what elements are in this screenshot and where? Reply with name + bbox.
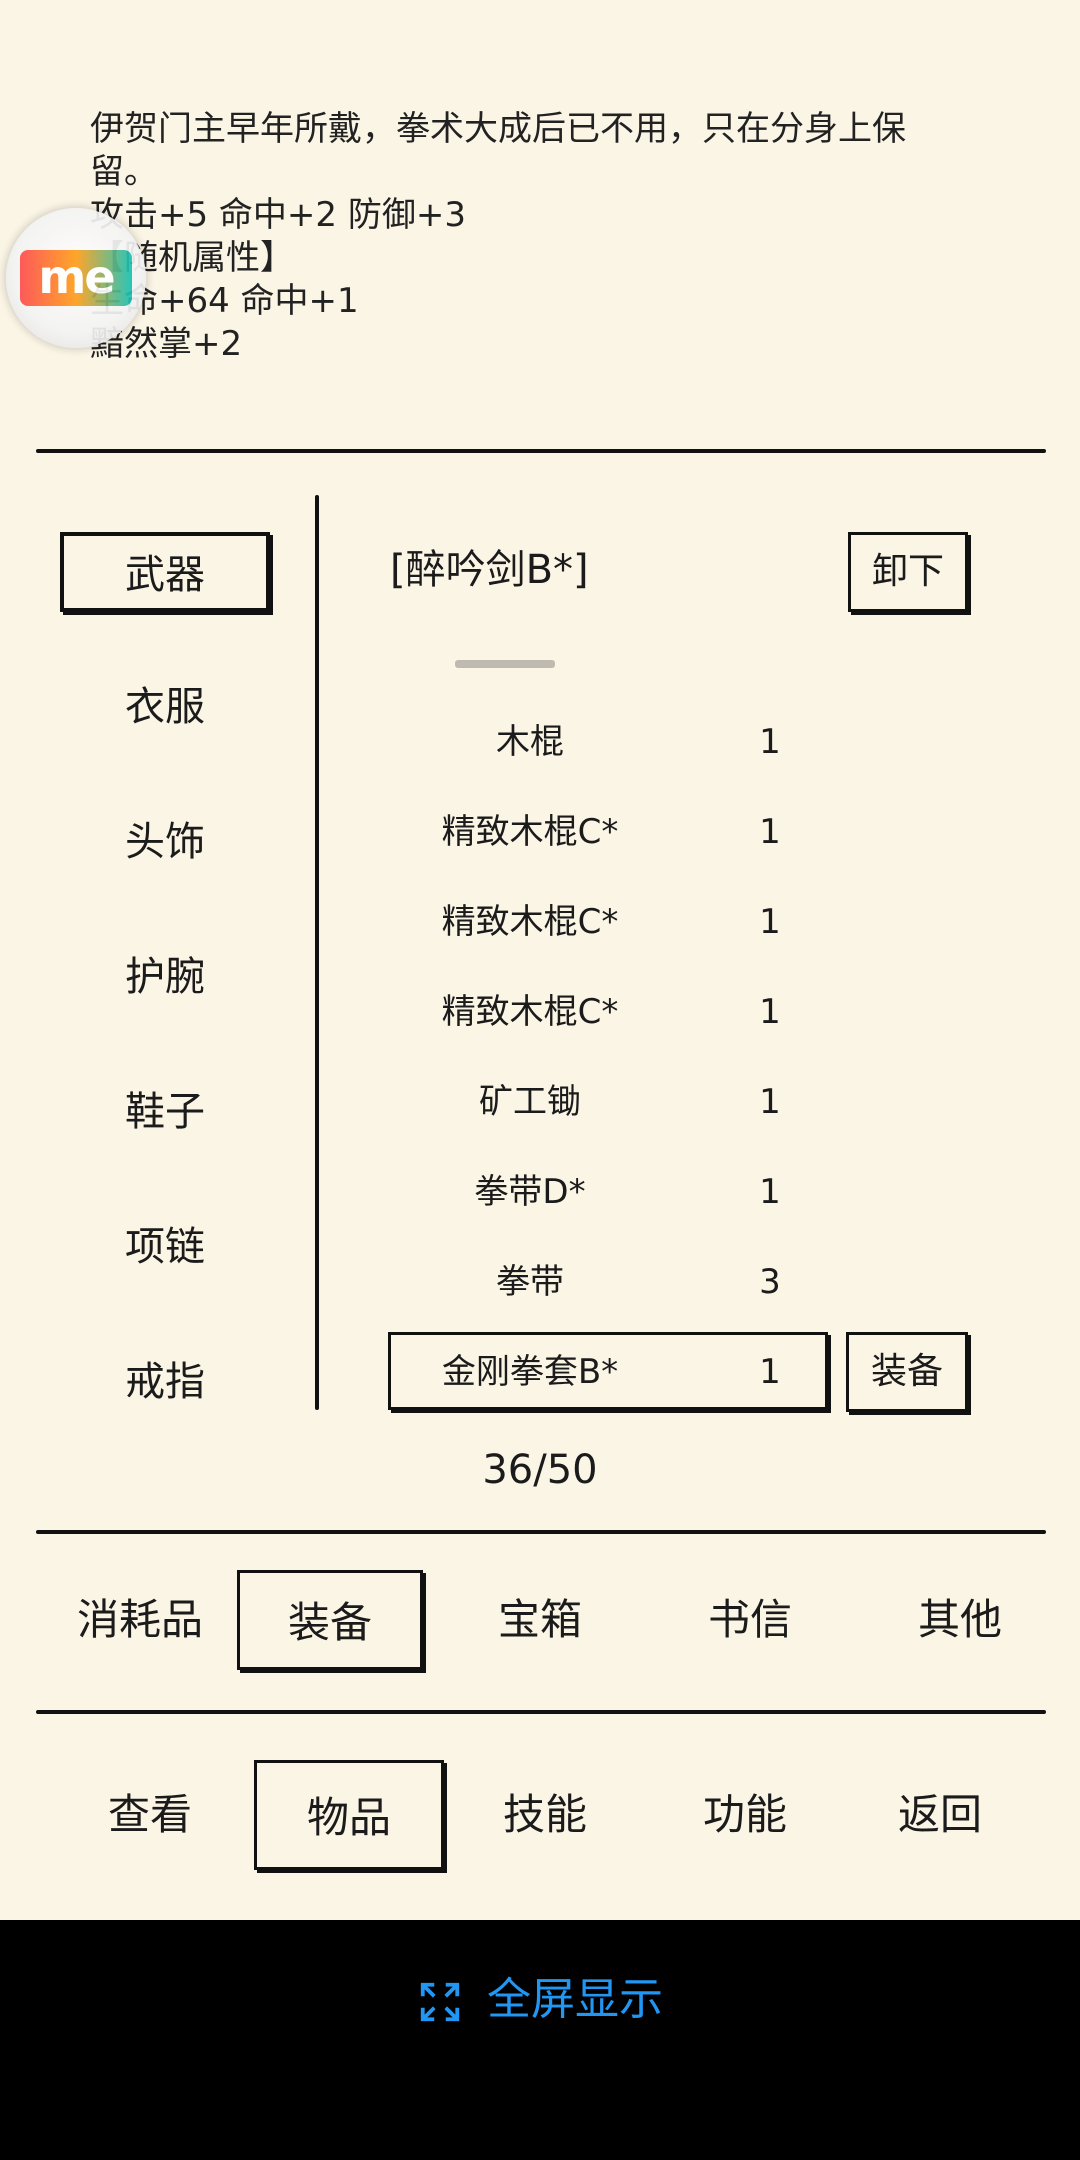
item-list[interactable]: 木棍 1 精致木棍C* 1 精致木棍C* 1 精致木棍C* 1 矿工锄 1 拳带…: [320, 660, 1050, 1420]
equip-button[interactable]: 装备: [846, 1332, 968, 1412]
list-item-selected[interactable]: 金刚拳套B* 1: [320, 1332, 1050, 1412]
nav-skills[interactable]: 技能: [502, 1790, 587, 1839]
description-line: 攻击+5 命中+2 防御+3: [90, 195, 466, 235]
description-line: 伊贺门主早年所戴，拳术大成后已不用，只在分身上保: [90, 109, 906, 149]
list-item[interactable]: 拳带 3: [496, 1262, 781, 1302]
bottom-nav: 查看 物品 技能 功能 返回: [0, 1760, 1080, 1870]
nav-back[interactable]: 返回: [897, 1790, 982, 1839]
selection-frame: [388, 1332, 828, 1410]
slot-bracers[interactable]: 护腕: [125, 954, 205, 1000]
description-line: 黯然掌+2: [90, 324, 243, 364]
list-item[interactable]: 矿工锄 1: [479, 1082, 781, 1122]
fullscreen-bar: 全屏显示: [0, 1920, 1080, 2160]
me-logo-icon: me: [20, 250, 132, 306]
slot-clothes[interactable]: 衣服: [125, 684, 205, 730]
divider: [36, 1530, 1046, 1534]
tab-consumables[interactable]: 消耗品: [76, 1595, 203, 1644]
nav-items[interactable]: 物品: [254, 1760, 444, 1870]
scroll-edge-indicator: [455, 660, 555, 668]
list-item[interactable]: 精致木棍C* 1: [441, 992, 781, 1032]
list-item[interactable]: 精致木棍C* 1: [441, 902, 781, 942]
list-item[interactable]: 木棍 1: [496, 722, 781, 762]
equipped-item-name: [醉吟剑B*]: [390, 547, 589, 593]
divider: [36, 1710, 1046, 1714]
list-item[interactable]: 精致木棍C* 1: [441, 812, 781, 852]
tab-chests[interactable]: 宝箱: [497, 1595, 582, 1644]
nav-functions[interactable]: 功能: [702, 1790, 787, 1839]
list-item[interactable]: 拳带D* 1: [474, 1172, 781, 1212]
tab-letters[interactable]: 书信: [707, 1595, 792, 1644]
category-tabs: 消耗品 装备 宝箱 书信 其他: [0, 1570, 1080, 1670]
vertical-divider: [315, 495, 319, 1410]
unequip-button[interactable]: 卸下: [848, 532, 968, 612]
expand-icon: [420, 1982, 460, 2022]
floating-assistant-button[interactable]: me: [6, 208, 146, 348]
inventory-capacity: 36/50: [482, 1447, 598, 1493]
description-line: 留。: [90, 152, 158, 192]
slot-ring[interactable]: 戒指: [125, 1359, 205, 1405]
divider: [36, 449, 1046, 453]
nav-view[interactable]: 查看: [107, 1790, 192, 1839]
slot-headwear[interactable]: 头饰: [125, 819, 205, 865]
item-description: 伊贺门主早年所戴，拳术大成后已不用，只在分身上保 留。 攻击+5 命中+2 防御…: [90, 108, 1010, 366]
slot-shoes[interactable]: 鞋子: [125, 1089, 205, 1135]
fullscreen-button[interactable]: 全屏显示: [0, 1965, 1080, 2035]
tab-other[interactable]: 其他: [917, 1595, 1002, 1644]
slot-necklace[interactable]: 项链: [125, 1224, 205, 1270]
fullscreen-label: 全屏显示: [487, 1974, 663, 2025]
description-line: 生命+64 命中+1: [90, 281, 359, 321]
description-line: 【随机属性】: [90, 238, 294, 278]
slot-weapon[interactable]: 武器: [60, 532, 270, 612]
tab-equipment[interactable]: 装备: [237, 1570, 423, 1670]
